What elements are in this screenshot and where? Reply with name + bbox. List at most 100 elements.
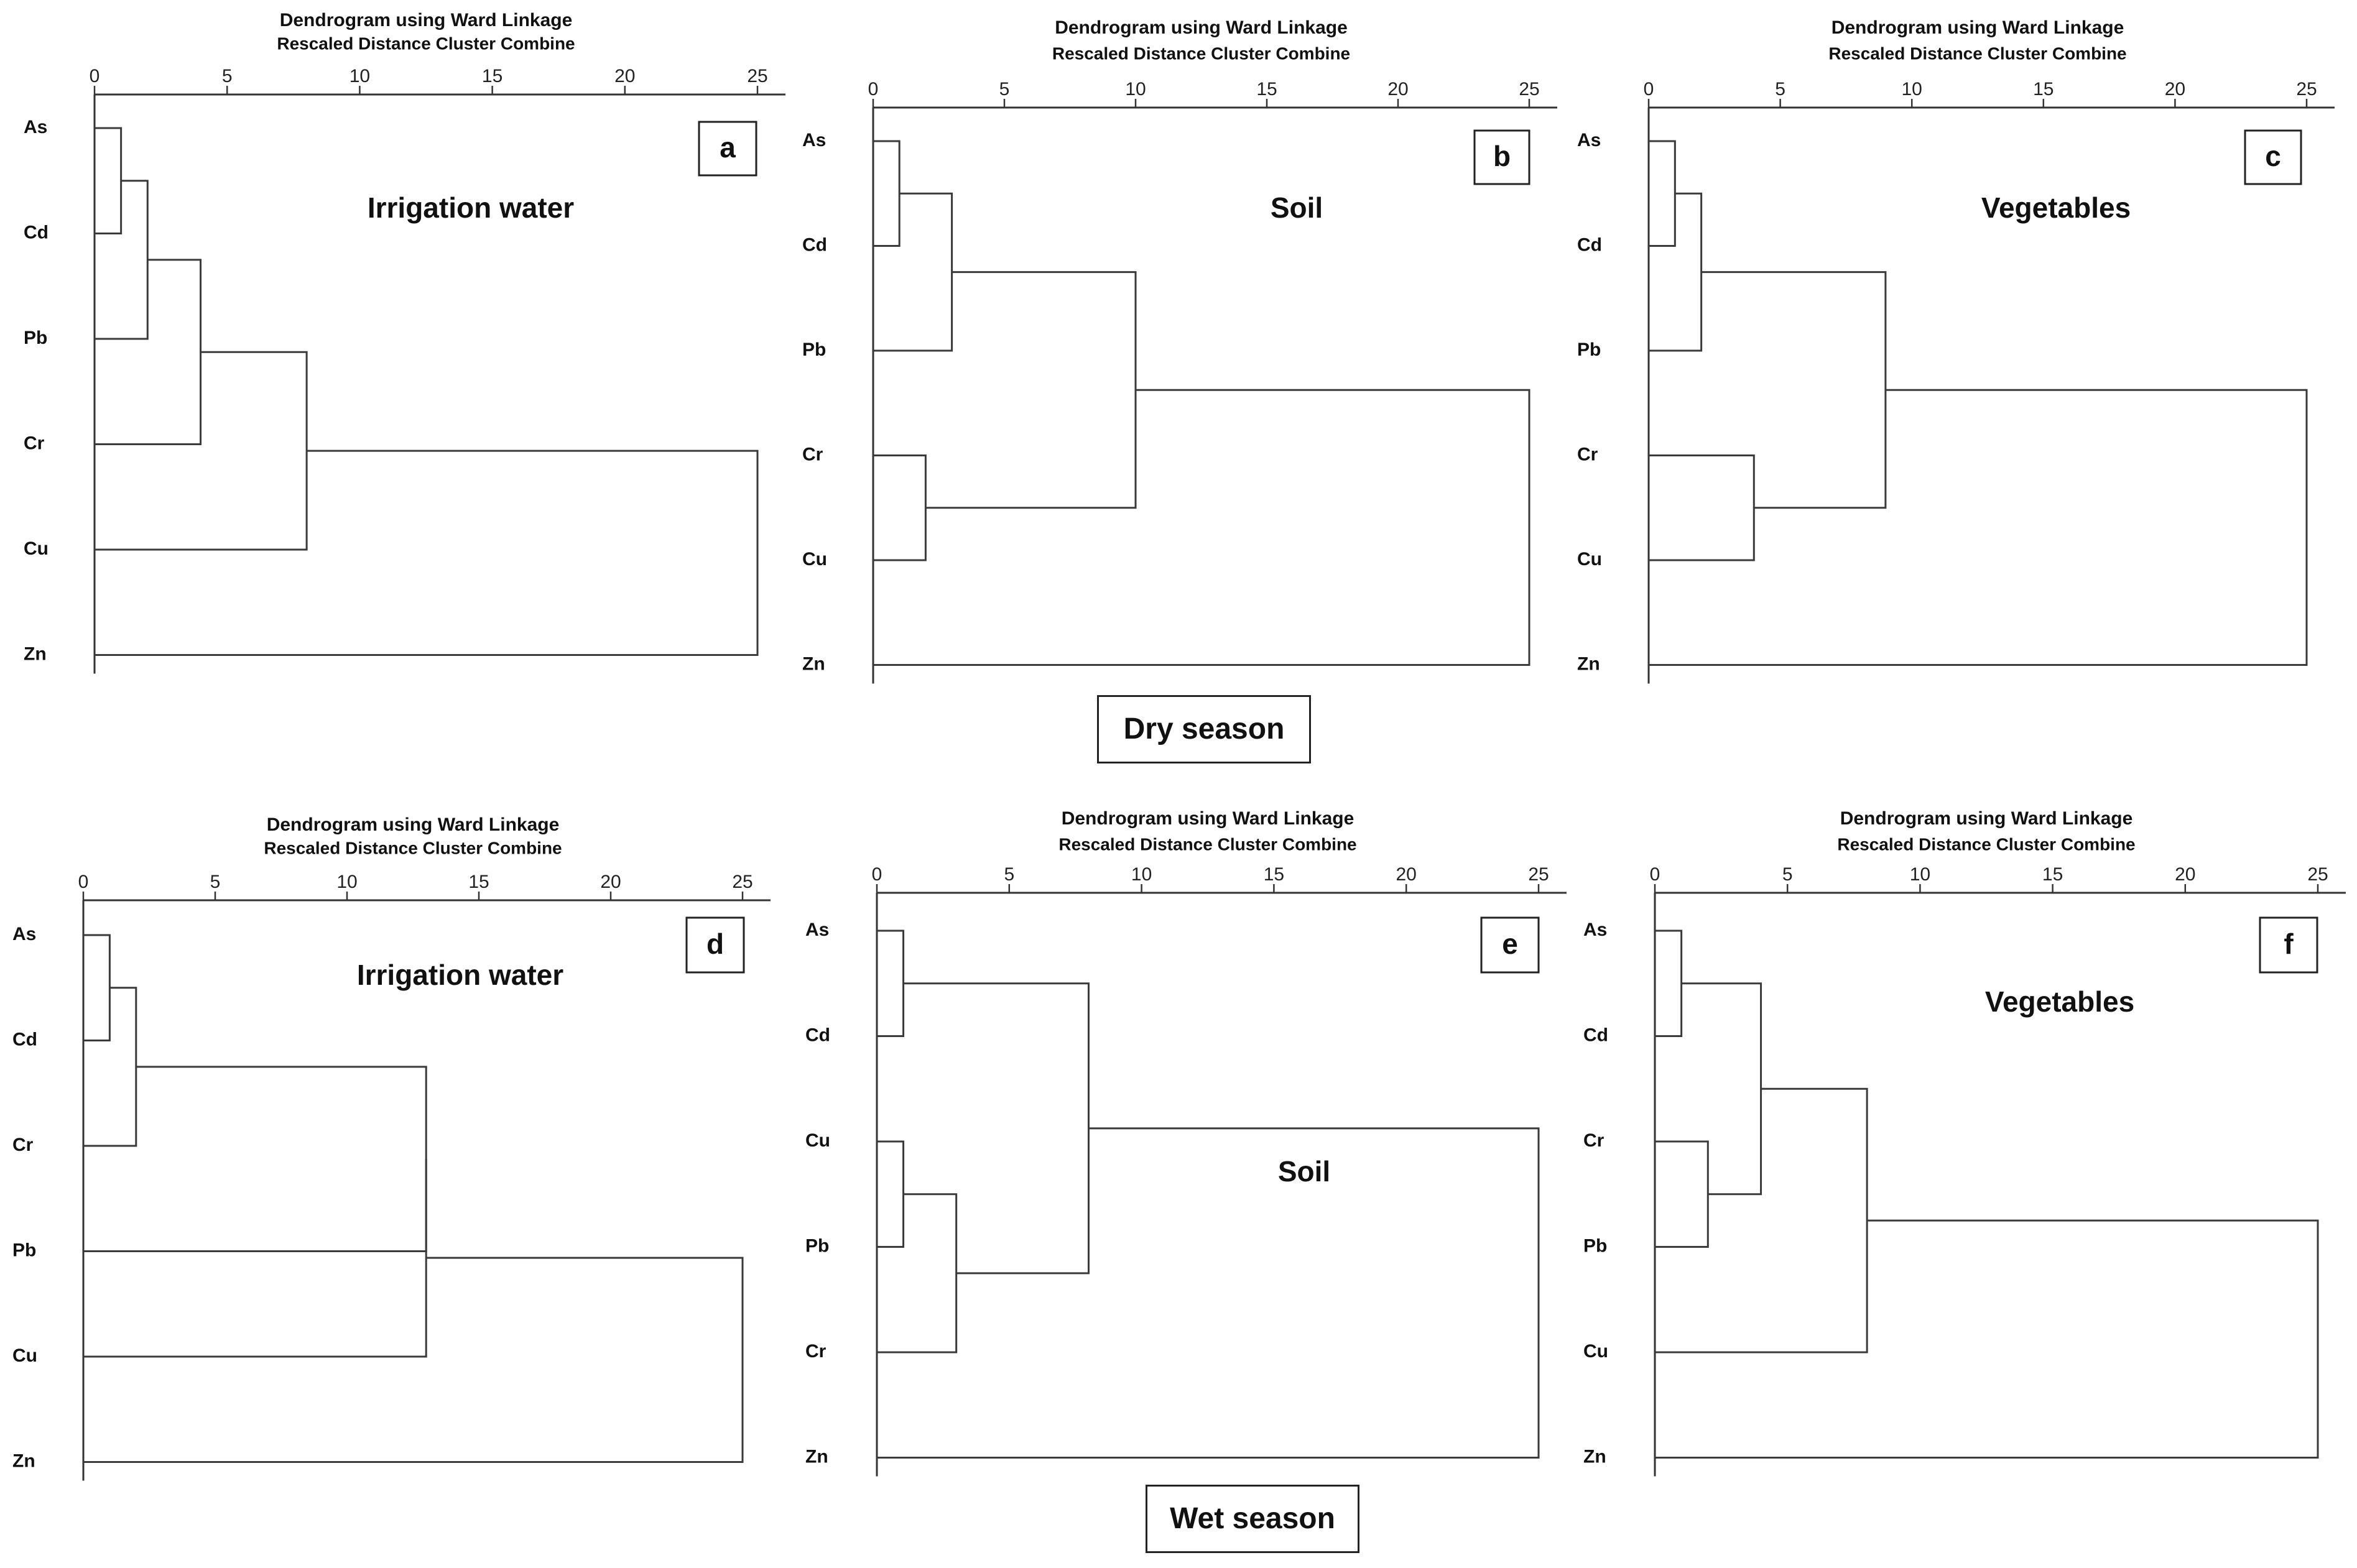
panel-letter: b: [1493, 140, 1511, 172]
dendrogram-link-4: [925, 271, 1137, 509]
panel-letter: e: [1502, 928, 1518, 960]
leaf-label-cd: Cd: [1583, 1025, 1608, 1045]
leaf-label-cd: Cd: [1577, 234, 1602, 255]
panel-letter: f: [2284, 928, 2294, 960]
panel-letter: a: [720, 131, 736, 164]
x-tick-label: 15: [2042, 864, 2063, 885]
x-tick-label: 5: [210, 872, 221, 892]
panel-letter: c: [2265, 140, 2281, 172]
panel-letter-box: [2244, 129, 2302, 185]
leaf-label-cr: Cr: [805, 1341, 827, 1362]
x-tick-label: 25: [2296, 79, 2317, 99]
leaf-label-pb: Pb: [802, 339, 826, 360]
x-tick-label: 25: [1528, 864, 1549, 885]
leaf-label-cr: Cr: [1577, 444, 1598, 464]
leaf-label-pb: Pb: [12, 1240, 36, 1260]
panel-letter-box: [1480, 916, 1540, 974]
panel-series-label: Soil: [1271, 191, 1323, 224]
x-tick-label: 20: [600, 872, 621, 892]
dendrogram-link-1: [95, 127, 123, 234]
leaf-label-pb: Pb: [1583, 1235, 1607, 1256]
dendrogram-link-1: [877, 929, 905, 1037]
leaf-label-zn: Zn: [805, 1446, 828, 1467]
dendrogram-link-1: [873, 140, 901, 247]
dendrogram-subtitle: Rescaled Distance Cluster Combine: [264, 838, 562, 857]
wet-season-label: Wet season: [1146, 1485, 1359, 1553]
dendrogram-link-5: [95, 450, 759, 656]
dendrogram-link-3: [83, 1066, 427, 1252]
panel-letter-box: [2259, 916, 2318, 974]
dendrogram-link-4: [903, 982, 1090, 1275]
dendrogram-link-3: [877, 1193, 958, 1354]
leaf-label-zn: Zn: [1583, 1446, 1606, 1467]
dendrogram-link-3: [1649, 454, 1755, 561]
panel-letter-box: [698, 121, 757, 177]
dendrogram-link-5: [1649, 389, 2308, 666]
x-tick-label: 20: [2165, 79, 2185, 99]
x-tick-label: 0: [868, 79, 879, 99]
leaf-label-zn: Zn: [1577, 653, 1600, 674]
dendrogram-link-2: [1655, 1140, 1709, 1248]
x-tick-label: 15: [1256, 79, 1277, 99]
x-tick-label: 5: [1775, 79, 1785, 99]
leaf-label-cr: Cr: [12, 1135, 34, 1155]
x-tick-label: 25: [732, 872, 752, 892]
dendrogram-link-5: [1655, 1219, 2319, 1459]
dendrogram-title: Dendrogram using Ward Linkage: [1055, 17, 1348, 38]
dendrogram-link-1: [83, 934, 111, 1041]
leaf-label-cu: Cu: [802, 549, 827, 570]
panel-series-label: Vegetables: [1985, 985, 2134, 1018]
leaf-label-cu: Cu: [805, 1130, 830, 1151]
leaf-label-pb: Pb: [1577, 339, 1601, 360]
panel-letter: d: [706, 928, 724, 960]
x-tick-label: 25: [747, 66, 767, 86]
x-tick-label: 10: [1125, 79, 1146, 99]
dendrogram-link-5: [83, 1257, 744, 1463]
leaf-label-cd: Cd: [24, 222, 49, 242]
x-tick-label: 5: [1004, 864, 1014, 885]
dendrogram-link-4: [1701, 271, 1887, 509]
x-tick-label: 0: [78, 872, 89, 892]
x-tick-label: 20: [1387, 79, 1408, 99]
dendrogram-link-5: [877, 1127, 1540, 1459]
panel-series-label: Irrigation water: [368, 191, 574, 224]
leaf-label-cu: Cu: [24, 538, 49, 559]
dendrogram-title: Dendrogram using Ward Linkage: [280, 10, 573, 30]
x-tick-label: 15: [2033, 79, 2054, 99]
leaf-label-pb: Pb: [24, 328, 47, 348]
x-tick-label: 25: [1519, 79, 1539, 99]
dendrogram-title: Dendrogram using Ward Linkage: [1062, 808, 1354, 829]
panel-series-label: Vegetables: [1981, 191, 2131, 224]
dendrogram-link-2: [873, 192, 953, 352]
x-tick-label: 15: [1264, 864, 1284, 885]
dendrogram-link-3: [1681, 982, 1762, 1196]
x-tick-label: 15: [482, 66, 502, 86]
leaf-label-zn: Zn: [12, 1450, 35, 1471]
dendrogram-link-2: [877, 1140, 905, 1248]
x-tick-label: 15: [468, 872, 489, 892]
leaf-label-as: As: [12, 924, 36, 944]
panel-series-label: Irrigation water: [357, 959, 563, 991]
x-tick-label: 5: [999, 79, 1010, 99]
leaf-label-pb: Pb: [805, 1235, 829, 1256]
dendrogram-title: Dendrogram using Ward Linkage: [267, 814, 560, 835]
x-tick-label: 25: [2307, 864, 2328, 885]
dendrogram-subtitle: Rescaled Distance Cluster Combine: [1837, 834, 2135, 854]
x-tick-label: 5: [1782, 864, 1793, 885]
leaf-label-cu: Cu: [1577, 549, 1602, 570]
x-tick-label: 0: [872, 864, 882, 885]
x-tick-label: 20: [1396, 864, 1417, 885]
leaf-label-cr: Cr: [24, 433, 45, 453]
panel-letter-box: [1473, 129, 1530, 185]
leaf-label-cu: Cu: [1583, 1341, 1608, 1362]
leaf-label-cd: Cd: [802, 234, 827, 255]
dendrogram-link-4: [83, 1159, 427, 1358]
x-tick-label: 20: [614, 66, 635, 86]
x-tick-label: 20: [2175, 864, 2195, 885]
